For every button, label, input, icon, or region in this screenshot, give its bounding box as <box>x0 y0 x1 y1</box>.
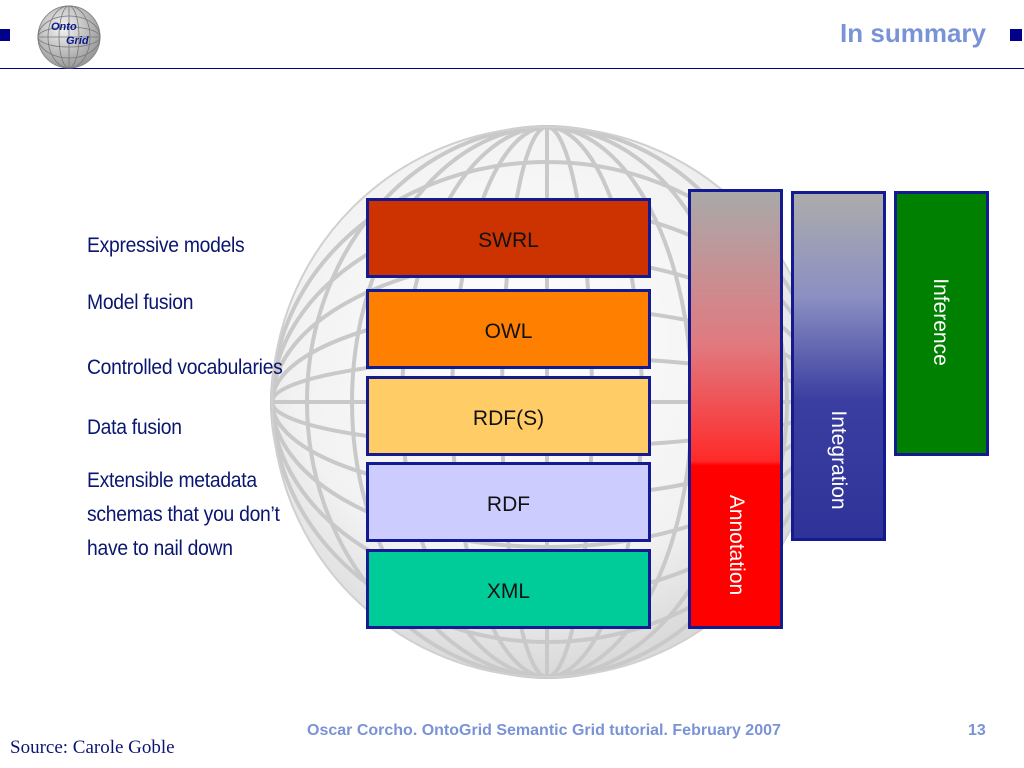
annotation-label: Annotation <box>725 494 748 596</box>
integration-bar <box>791 191 886 541</box>
statement-extensible-metadata-2: schemas that you don’t <box>87 503 280 526</box>
page-title: In summary <box>840 18 986 48</box>
layer-owl: OWL <box>366 289 651 369</box>
statement-model-fusion: Model fusion <box>87 291 194 314</box>
inference-label: Inference <box>929 278 952 366</box>
layer-xml-label: XML <box>486 580 531 603</box>
layer-rdfs-label: RDF(S) <box>472 407 545 430</box>
layer-rdf: RDF <box>366 462 651 542</box>
header-divider <box>0 68 1024 69</box>
header-left-square <box>0 29 10 41</box>
statement-data-fusion: Data fusion <box>87 416 182 439</box>
layer-xml: XML <box>366 549 651 629</box>
logo-text-top: Onto <box>51 21 77 33</box>
layer-swrl: SWRL <box>366 198 651 278</box>
source-credit: Source: Carole Goble <box>10 737 175 758</box>
statement-expressive-models: Expressive models <box>87 234 245 257</box>
ontogrid-logo: Onto Grid <box>36 4 102 70</box>
footer-citation: Oscar Corcho. OntoGrid Semantic Grid tut… <box>307 722 781 739</box>
integration-label: Integration <box>827 410 850 510</box>
annotation-bar <box>688 189 783 629</box>
logo-text-bottom: Grid <box>66 35 89 47</box>
layer-rdfs: RDF(S) <box>366 376 651 456</box>
inference-bar <box>894 191 989 456</box>
layer-rdf-label: RDF <box>486 493 531 516</box>
statement-extensible-metadata-1: Extensible metadata <box>87 469 257 492</box>
page-number: 13 <box>968 722 986 739</box>
statement-controlled-vocabularies: Controlled vocabularies <box>87 356 283 379</box>
layer-swrl-label: SWRL <box>478 229 539 252</box>
layer-owl-label: OWL <box>484 320 533 343</box>
header-right-square <box>1010 29 1022 41</box>
statement-extensible-metadata-3: have to nail down <box>87 537 233 560</box>
globe-logo-icon <box>37 5 101 69</box>
